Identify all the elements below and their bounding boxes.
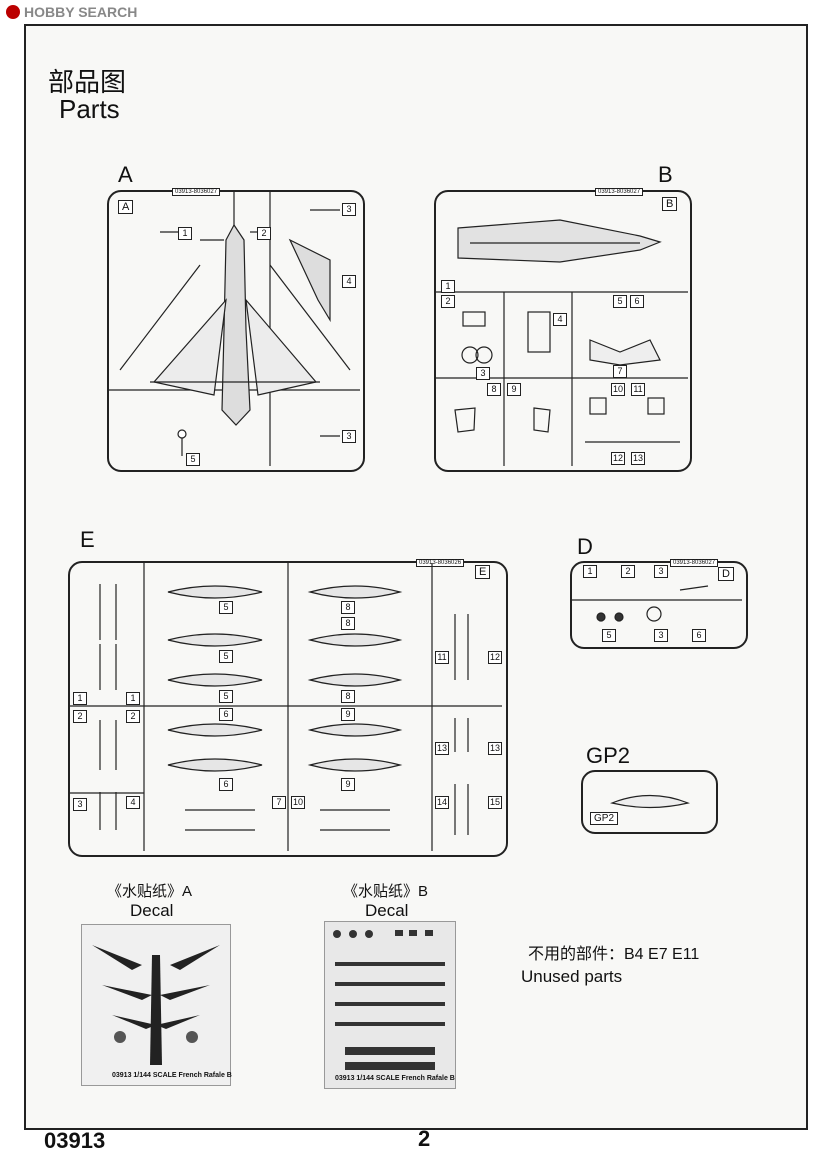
sprue-b-part-num: 5 <box>613 295 627 308</box>
sprue-e-tag: E <box>475 565 491 579</box>
decal-sheet-b <box>324 921 456 1089</box>
sprue-b-part-num: 13 <box>631 452 645 465</box>
watermark-text: HOBBY SEARCH <box>24 4 138 20</box>
sprue-a-part-num: 4 <box>342 275 356 288</box>
sprue-b-part-num: 9 <box>507 383 521 396</box>
sprue-b-part-num: 1 <box>441 280 455 293</box>
sprue-e-part-num: 12 <box>488 651 502 664</box>
sprue-e-part-num: 8 <box>341 617 355 630</box>
page-number: 2 <box>418 1126 431 1151</box>
sprue-e-part-num: 2 <box>73 710 87 723</box>
sprue-b-tag: B <box>662 197 678 211</box>
sprue-e-part-num: 13 <box>488 742 502 755</box>
heading-cn: 部品图 <box>48 67 127 97</box>
unused-parts-cn: 不用的部件：B4 E7 E11 <box>528 946 700 963</box>
sprue-d-label: D <box>577 534 593 559</box>
sprue-a-code: 03913-8036027 <box>172 188 221 196</box>
sprue-e-part-num: 8 <box>341 690 355 703</box>
decal-a-tiger-art <box>92 945 220 1065</box>
sprue-e-part-num: 5 <box>219 650 233 663</box>
decal-a-footer: 03913 1/144 SCALE French Rafale B <box>112 1072 232 1079</box>
decal-a-caption-cn: 《水贴纸》A <box>107 883 193 900</box>
sprue-b-part-num: 11 <box>631 383 645 396</box>
sprue-b-code: 03913-8036027 <box>595 188 644 196</box>
sprue-e-part-num: 1 <box>126 692 140 705</box>
sprue-e-part-num: 2 <box>126 710 140 723</box>
sprue-e-label: E <box>80 527 95 552</box>
sprue-e-part-num: 14 <box>435 796 449 809</box>
sprue-e-part-num: 6 <box>219 778 233 791</box>
sprue-e-part-num: 8 <box>341 601 355 614</box>
decal-b-marking-art <box>333 930 445 1070</box>
decal-b-caption-cn: 《水贴纸》B <box>343 883 429 900</box>
decal-a-caption-en: Decal <box>130 901 174 920</box>
sprue-a-tag: A <box>118 200 134 214</box>
sprue-e-part-num: 5 <box>219 601 233 614</box>
sprue-e-part-num: 11 <box>435 651 449 664</box>
sprue-e-part-num: 3 <box>73 798 87 811</box>
sprue-e-part-num: 1 <box>73 692 87 705</box>
sprue-e-part-num: 5 <box>219 690 233 703</box>
watermark-logo-icon <box>6 5 20 19</box>
sprue-e-part-num: 10 <box>291 796 305 809</box>
sprue-b-part-num: 6 <box>630 295 644 308</box>
sprue-b-part-num: 2 <box>441 295 455 308</box>
sprue-e-part-num: 9 <box>341 778 355 791</box>
sprue-d-part-num: 3 <box>654 629 668 642</box>
sprue-b-part-num: 4 <box>553 313 567 326</box>
sprue-d-part-num: 2 <box>621 565 635 578</box>
sprue-a-part-num: 1 <box>178 227 192 240</box>
decal-b-caption-en: Decal <box>365 901 409 920</box>
sprue-a-part-num: 2 <box>257 227 271 240</box>
sprue-d-tag: D <box>718 567 734 581</box>
sprue-b-part-num: 12 <box>611 452 625 465</box>
decal-b-footer: 03913 1/144 SCALE French Rafale B <box>335 1075 455 1082</box>
sprue-d-code: 03913-8036027 <box>670 559 719 567</box>
sprue-e-part-num: 6 <box>219 708 233 721</box>
sprue-a-part-num: 3 <box>342 203 356 216</box>
sprue-b-part-num: 10 <box>611 383 625 396</box>
sprue-e-part-num: 4 <box>126 796 140 809</box>
decal-sheet-a <box>81 924 231 1086</box>
sprue-d-part-num: 6 <box>692 629 706 642</box>
heading-en: Parts <box>59 94 120 124</box>
sprue-e-part-num: 9 <box>341 708 355 721</box>
sprue-b-part-num: 3 <box>476 367 490 380</box>
product-code: 03913 <box>44 1128 106 1153</box>
sprue-gp2-tag: GP2 <box>590 812 619 825</box>
sprue-d-part-num: 5 <box>602 629 616 642</box>
sprue-e-part-num: 13 <box>435 742 449 755</box>
sprue-e-part-num: 7 <box>272 796 286 809</box>
sprue-d-part-num: 1 <box>583 565 597 578</box>
sprue-b-label: B <box>658 162 673 187</box>
sprue-a-part-num: 5 <box>186 453 200 466</box>
sprue-e-part-num: 15 <box>488 796 502 809</box>
sprue-e-code: 03913-8036026 <box>416 559 465 567</box>
sprue-b-part-num: 8 <box>487 383 501 396</box>
sprue-a-part-num: 3 <box>342 430 356 443</box>
unused-parts-en: Unused parts <box>521 967 623 986</box>
sprue-b-part-num: 7 <box>613 365 627 378</box>
sprue-gp2-label: GP2 <box>586 743 631 768</box>
sprue-d-part-num: 3 <box>654 565 668 578</box>
sprue-a-label: A <box>118 162 133 187</box>
watermark: HOBBY SEARCH <box>6 4 137 20</box>
